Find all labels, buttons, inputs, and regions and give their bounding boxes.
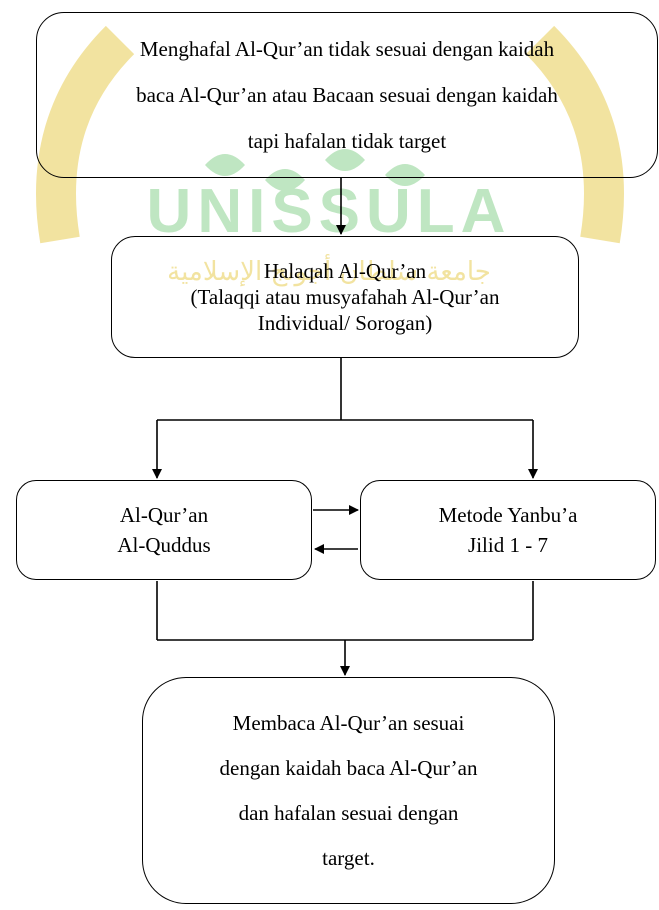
halaqah-line: (Talaqqi atau musyafahah Al-Qur’an (190, 285, 500, 309)
quran-line: Al-Quddus (117, 533, 211, 557)
result-line: Membaca Al-Qur’an sesuai (232, 710, 465, 735)
result-box: Membaca Al-Qur’an sesuai dengan kaidah b… (142, 677, 555, 904)
yanbua-line: Jilid 1 - 7 (468, 533, 548, 557)
quran-quddus-box: Al-Qur’an Al-Quddus (16, 480, 312, 580)
result-line: dan hafalan sesuai dengan (238, 800, 459, 825)
halaqah-line: Individual/ Sorogan) (257, 311, 433, 335)
problem-line: Menghafal Al-Qur’an tidak sesuai dengan … (139, 37, 555, 61)
yanbua-line: Metode Yanbu’a (438, 503, 578, 527)
result-line: dengan kaidah baca Al-Qur’an (219, 755, 478, 780)
problem-box: Menghafal Al-Qur’an tidak sesuai dengan … (36, 12, 658, 178)
halaqah-line: Halaqah Al-Qur’an (263, 259, 427, 283)
yanbua-method-box: Metode Yanbu’a Jilid 1 - 7 (360, 480, 656, 580)
problem-line: baca Al-Qur’an atau Bacaan sesuai dengan… (136, 83, 558, 107)
quran-line: Al-Qur’an (119, 503, 209, 527)
halaqah-box: Halaqah Al-Qur’an (Talaqqi atau musyafah… (111, 236, 579, 358)
result-line: target. (322, 845, 375, 870)
problem-line: tapi hafalan tidak target (247, 129, 447, 153)
